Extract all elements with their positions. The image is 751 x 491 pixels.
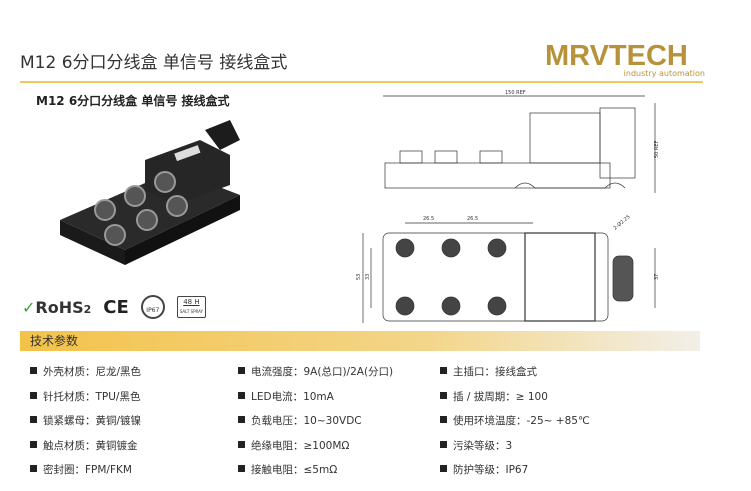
dimension-drawings: 150 REF 50 REF 26.5 26.5 2-Ø2.25 53 33 3… [356,90,660,323]
spec-text: 针托材质：TPU/黑色 [43,390,141,403]
product-image [60,120,240,265]
product-subtitle: M12 6分口分线盒 单信号 接线盒式 [36,94,230,108]
spec-item: 负载电压：10~30VDC [238,413,438,438]
spec-text: 触点材质：黄铜镀金 [43,439,138,452]
spec-text: LED电流：10mA [251,390,334,403]
spec-item: 插 / 拔周期：≥ 100 [440,389,640,414]
dim-length: 150 REF [505,90,526,96]
bullet-icon [30,391,37,399]
salt-label: SALT SPRAY [179,309,203,314]
salt-hours: 48 H [183,298,200,306]
bullet-icon [30,440,37,448]
spec-item: 触点材质：黄铜镀金 [30,438,230,463]
spec-text: 插 / 拔周期：≥ 100 [453,390,548,403]
spec-text: 外壳材质：尼龙/黑色 [43,366,142,378]
spec-column-3: 主插口：接线盒式 插 / 拔周期：≥ 100 使用环境温度：-25~ +85℃ … [440,364,640,487]
spec-text: 主插口：接线盒式 [453,366,537,378]
bullet-icon [30,367,37,374]
title-divider [20,81,703,83]
dim-pitch-1: 26.5 [423,216,434,222]
brand-name: MRVTECH [545,40,688,72]
page-title: M12 6分口分线盒 单信号 接线盒式 [20,53,288,73]
salt-spray-logo: 48 H SALT SPRAY [176,296,206,318]
dim-height: 50 REF [654,140,660,158]
bullet-icon [30,465,37,472]
spec-item: 电流强度：9A(总口)/2A(分口) [238,364,438,389]
spec-item: 锁紧螺母：黄铜/镀镍 [30,413,230,438]
bullet-icon [440,416,447,423]
spec-text: 使用环境温度：-25~ +85℃ [453,415,590,427]
spec-text: 负载电压：10~30VDC [251,415,362,427]
dim-width: 53 [356,274,362,280]
spec-text: 密封圈：FPM/FKM [43,464,132,476]
check-icon: ✓ [22,297,36,317]
bullet-icon [440,391,447,399]
ce-logo: CE [103,296,129,318]
spec-column-2: 电流强度：9A(总口)/2A(分口) LED电流：10mA 负载电压：10~30… [238,364,438,487]
rohs-logo: ✓RoHS2 [22,298,91,317]
spec-text: 接触电阻：≤5mΩ [251,464,338,476]
spec-text: 电流强度：9A(总口)/2A(分口) [251,366,394,378]
spec-text: 绝缘电阻：≥100MΩ [251,439,350,452]
spec-item: 绝缘电阻：≥100MΩ [238,438,438,463]
spec-item: 接触电阻：≤5mΩ [238,462,438,487]
brand-tagline: industry automation [623,69,705,78]
bullet-icon [238,391,245,399]
rohs-sub: 2 [83,302,92,316]
spec-column-1: 外壳材质：尼龙/黑色 针托材质：TPU/黑色 锁紧螺母：黄铜/镀镍 触点材质：黄… [30,364,230,487]
bullet-icon [440,440,447,448]
dim-pitch-2: 26.5 [467,216,478,222]
ip67-logo: IP67 [140,295,165,319]
bullet-icon [238,416,245,423]
brand-logo: MRVTECH industry automation [545,40,705,79]
certification-logos: ✓RoHS2 CE IP67 48 H SALT SPRAY [22,295,206,319]
spec-item: 外壳材质：尼龙/黑色 [30,364,230,389]
spec-item: LED电流：10mA [238,389,438,414]
spec-item: 防护等级：IP67 [440,462,640,487]
dim-inner-width: 33 [365,274,371,280]
spec-item: 主插口：接线盒式 [440,364,640,389]
bullet-icon [440,367,447,374]
spec-text: 防护等级：IP67 [453,464,529,476]
spec-item: 使用环境温度：-25~ +85℃ [440,413,640,438]
dim-cable-width: 37 [654,274,660,280]
dim-hole: 2-Ø2.25 [612,213,632,231]
bullet-icon [440,465,447,472]
bullet-icon [238,440,245,448]
spec-text: 污染等级：3 [453,439,513,452]
spec-item: 污染等级：3 [440,438,640,463]
bullet-icon [30,416,37,423]
spec-text: 锁紧螺母：黄铜/镀镍 [43,415,142,427]
spec-item: 密封圈：FPM/FKM [30,462,230,487]
section-header-specs: 技术参数 [20,331,700,351]
bullet-icon [238,465,245,472]
rohs-text: RoHS [35,297,84,317]
bullet-icon [238,367,245,374]
spec-item: 针托材质：TPU/黑色 [30,389,230,414]
